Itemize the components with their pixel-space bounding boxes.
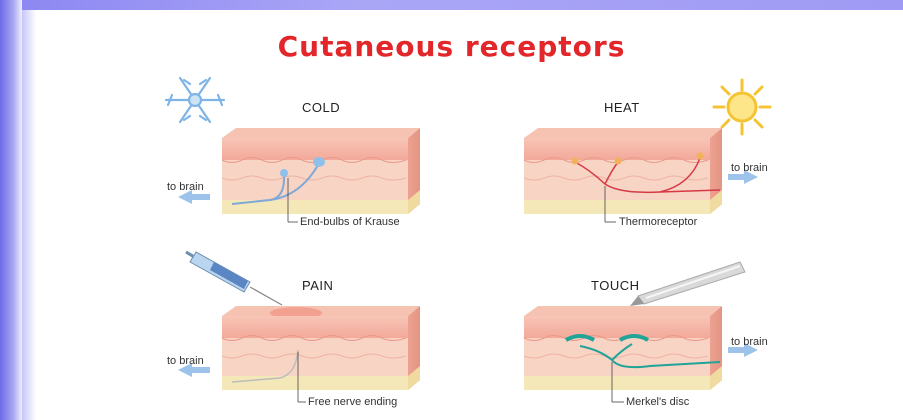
sun-icon (714, 80, 770, 134)
snowflake-icon (166, 78, 224, 122)
cold-receptor-label: End-bulbs of Krause (300, 216, 400, 228)
pain-to-brain-label: to brain (167, 355, 204, 367)
touch-skin-block (524, 306, 758, 402)
pain-heading: PAIN (302, 278, 333, 293)
pain-skin-block (178, 306, 420, 402)
touch-heading: TOUCH (591, 278, 639, 293)
syringe-icon (186, 252, 282, 305)
heat-receptor-label: Thermoreceptor (619, 216, 697, 228)
pain-receptor-label: Free nerve ending (308, 396, 397, 408)
heat-skin-block (524, 128, 758, 222)
cold-skin-block (178, 128, 420, 222)
stylus-icon (630, 262, 745, 306)
cold-heading: COLD (302, 100, 340, 115)
touch-to-brain-label: to brain (731, 336, 768, 348)
heat-heading: HEAT (604, 100, 640, 115)
touch-receptor-label: Merkel's disc (626, 396, 689, 408)
cold-to-brain-label: to brain (167, 181, 204, 193)
heat-to-brain-label: to brain (731, 162, 768, 174)
